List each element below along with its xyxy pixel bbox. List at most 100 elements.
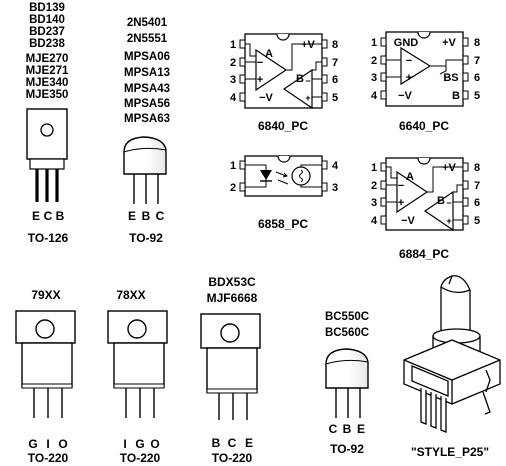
label: 1 [230,160,236,172]
label: 5 [474,90,480,102]
to220-79xx: 79XX G I O TO-220 [15,288,76,465]
package-label: TO-92 [330,442,364,456]
label: − [305,76,310,86]
label: 2 [371,180,377,192]
label: +V [442,162,456,174]
part-label: MJF6668 [207,291,258,305]
label: + [446,216,451,226]
pot-label: "STYLE_P25" [411,445,489,459]
part-label: MPSA06 [124,51,170,63]
label: G [28,437,37,451]
part-label: MPSA13 [124,67,170,79]
label: + [406,72,412,84]
label: B [437,195,445,207]
part-label: 2N5551 [127,33,168,45]
label: 8 [474,37,480,49]
label: 7 [332,57,338,69]
label: C [329,422,338,436]
label: B [296,73,304,85]
pin-label-e: E [128,209,136,223]
label: 1 [371,162,377,174]
to92-part-list: 2N5401 2N5551 MPSA06 MPSA13 MPSA43 MPSA5… [124,17,170,125]
part-label: 2N5401 [127,17,168,29]
to220-bdx53c: BDX53C MJF6668 B C E TO-220 [200,275,261,465]
to220-78xx: 78XX I G O TO-220 [107,288,168,465]
label: −V [398,90,412,102]
label: 3 [230,74,236,86]
label: + [257,74,263,86]
ic-label: 6640_PC [399,119,449,133]
part-label: BD140 [29,14,65,26]
part-label: 78XX [116,288,145,302]
label: GND [394,37,419,49]
label: 8 [474,162,480,174]
label: − [446,198,451,208]
part-label: MJE350 [26,89,69,101]
label: I [123,437,126,451]
label: −V [259,92,273,104]
pin-label-c: C [44,209,53,223]
part-label: MJE271 [26,65,69,77]
package-label: TO-220 [120,451,161,465]
label: 2 [230,182,236,194]
to126-package [26,108,68,202]
to92-package [123,136,167,204]
part-label: MPSA56 [124,98,170,110]
label: 6 [474,197,480,209]
part-label: MJE340 [26,77,69,89]
ic-label: 6840_PC [258,119,308,133]
label: C [228,436,237,450]
label: 2 [230,57,236,69]
label: A [265,48,273,60]
ic-6884-diagram: 1 2 3 4 8 7 6 5 A B − + − + +V −V 6884_P… [371,157,480,261]
label: BS [443,72,458,84]
part-label: BD238 [29,38,65,50]
label: + [305,93,310,103]
label: +V [442,37,456,49]
label: 4 [332,160,339,172]
package-label: TO-220 [28,451,69,465]
label: − [406,55,412,67]
pin-label-c: C [156,209,165,223]
label: 4 [371,90,378,102]
ic-6858-diagram: 1 2 4 3 6858_PC [230,155,339,231]
package-label: TO-92 [129,231,163,245]
part-label: BC560C [325,327,369,339]
potentiometer-drawing [403,275,501,433]
part-label: MPSA43 [124,83,170,95]
label: I [46,437,49,451]
label: − [398,180,404,192]
label: 1 [371,37,377,49]
label: 5 [332,92,338,104]
part-label: BDX53C [208,275,256,289]
label: +V [301,39,315,51]
pin-label-b: B [142,209,151,223]
label: − [257,57,263,69]
to126-part-list: BD139 BD140 BD237 BD238 MJE270 MJE271 MJ… [26,2,69,101]
label: 6 [332,74,338,86]
ic-6840-diagram: 1 2 3 4 8 7 6 5 A B − + − + +V −V 6840_P… [230,33,338,133]
label: 4 [371,215,378,227]
label: A [406,171,414,183]
label: O [150,437,159,451]
ic-label: 6884_PC [399,247,449,261]
ic-label: 6858_PC [258,217,308,231]
part-label: MJE270 [26,53,69,65]
part-label: BD139 [29,2,65,14]
label: E [245,436,253,450]
pin-label-b: B [56,209,65,223]
label: 7 [474,55,480,67]
label: + [398,197,404,209]
label: 6 [474,72,480,84]
part-label: BD237 [29,26,65,38]
to92-bc550c: BC550C BC560C C B E TO-92 [325,311,369,456]
label: B [452,90,460,102]
label: 5 [474,215,480,227]
label: B [343,422,352,436]
label: 4 [230,92,237,104]
part-label: BC550C [325,311,369,323]
label: B [212,436,221,450]
label: O [58,437,67,451]
part-label: MPSA63 [124,113,170,125]
